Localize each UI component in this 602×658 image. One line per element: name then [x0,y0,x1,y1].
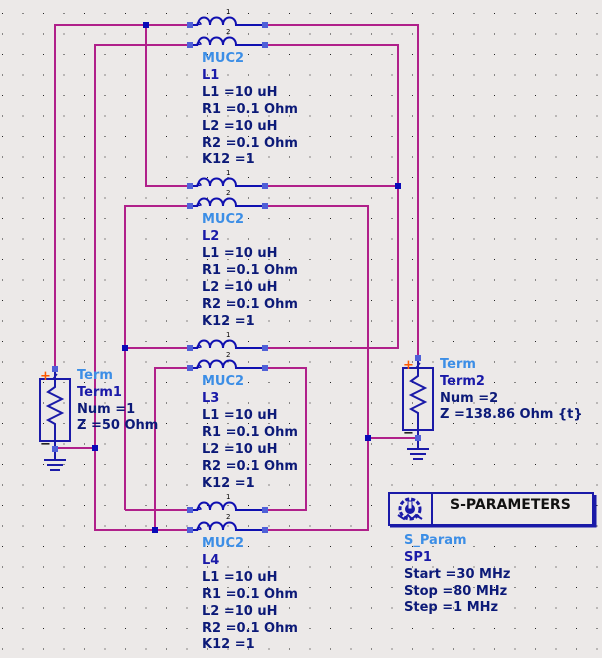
junctions [92,22,401,533]
component-name: SP1 [404,550,432,565]
component-name: L2 [202,229,219,244]
pin-label: 2 [226,351,230,359]
junction-dot [365,435,371,441]
term1[interactable]: + − Term Term1 Num =1 Z =50 Ohm [39,365,158,471]
param-l1: L1 =10 uH [202,408,278,423]
component-type: S_Param [404,533,467,548]
junction-dot [92,445,98,451]
wire [124,205,188,510]
component-type: Term [440,357,476,372]
junction-dot [152,527,158,533]
term2[interactable]: + − Term Term2 Num =2 Z =138.86 Ohm {t} [402,354,583,460]
plus-marker: + [40,369,51,384]
gear-icon [397,497,423,521]
component-name: L4 [202,553,219,568]
minus-marker: − [40,437,51,452]
component-type: MUC2 [202,374,244,389]
pin-label: 2 [226,513,230,521]
param-k12: K12 =1 [202,637,255,652]
param-l2: L2 =10 uH [202,442,278,457]
param-step: Step =1 MHz [404,600,498,615]
param-num: Num =1 [77,402,135,417]
param-r1: R1 =0.1 Ohm [202,587,298,602]
component-name: Term1 [77,385,122,400]
param-r2: R2 =0.1 Ohm [202,297,298,312]
param-num: Num =2 [440,391,498,406]
param-l1: L1 =10 uH [202,246,278,261]
transformer-l4[interactable]: 1 2 MUC2 L4 L1 =10 uH R1 =0.1 Ohm L2 =10… [186,493,298,652]
param-start: Start =30 MHz [404,567,510,582]
component-type: MUC2 [202,51,244,66]
wire [268,205,369,531]
param-r1: R1 =0.1 Ohm [202,425,298,440]
component-name: Term2 [440,374,485,389]
wire [268,44,399,187]
param-k12: K12 =1 [202,152,255,167]
wire [268,186,399,349]
param-l1: L1 =10 uH [202,570,278,585]
pin-label: 1 [226,169,230,177]
junction-dot [143,22,149,28]
wire [55,447,188,531]
pin-label: 2 [226,189,230,197]
sparam-controller[interactable]: S-PARAMETERS S_Param SP1 Start =30 MHz S… [388,492,597,615]
param-k12: K12 =1 [202,476,255,491]
pin-label: 1 [226,493,230,501]
wire [154,367,188,530]
param-r1: R1 =0.1 Ohm [202,102,298,117]
pin-label: 1 [226,8,230,16]
wires [54,24,419,531]
param-l2: L2 =10 uH [202,119,278,134]
component-name: L1 [202,68,219,83]
param-z: Z =138.86 Ohm {t} [440,407,583,422]
transformer-l2[interactable]: 1 2 MUC2 L2 L1 =10 uH R1 =0.1 Ohm L2 =10… [186,169,298,329]
param-l1: L1 =10 uH [202,85,278,100]
param-r2: R2 =0.1 Ohm [202,621,298,636]
transformer-l3[interactable]: 1 2 MUC2 L3 L1 =10 uH R1 =0.1 Ohm L2 =10… [186,331,298,491]
wire [145,25,188,187]
param-r1: R1 =0.1 Ohm [202,263,298,278]
component-type: MUC2 [202,212,244,227]
wire [268,367,307,511]
component-name: L3 [202,391,219,406]
param-r2: R2 =0.1 Ohm [202,136,298,151]
sparam-header: S-PARAMETERS [450,497,571,513]
param-l2: L2 =10 uH [202,604,278,619]
pin-label: 1 [226,331,230,339]
plus-marker: + [403,358,414,373]
param-z: Z =50 Ohm [77,418,158,433]
junction-dot [395,183,401,189]
minus-marker: − [403,426,414,441]
component-type: MUC2 [202,536,244,551]
component-type: Term [77,368,113,383]
wire [268,24,419,368]
param-k12: K12 =1 [202,314,255,329]
pin-label: 2 [226,28,230,36]
param-stop: Stop =80 MHz [404,584,507,599]
param-r2: R2 =0.1 Ohm [202,459,298,474]
param-l2: L2 =10 uH [202,280,278,295]
wire [94,44,188,448]
transformer-l1[interactable]: 1 2 MUC2 L1 L1 =10 uH R1 =0.1 Ohm L2 =10… [186,8,298,167]
junction-dot [122,345,128,351]
